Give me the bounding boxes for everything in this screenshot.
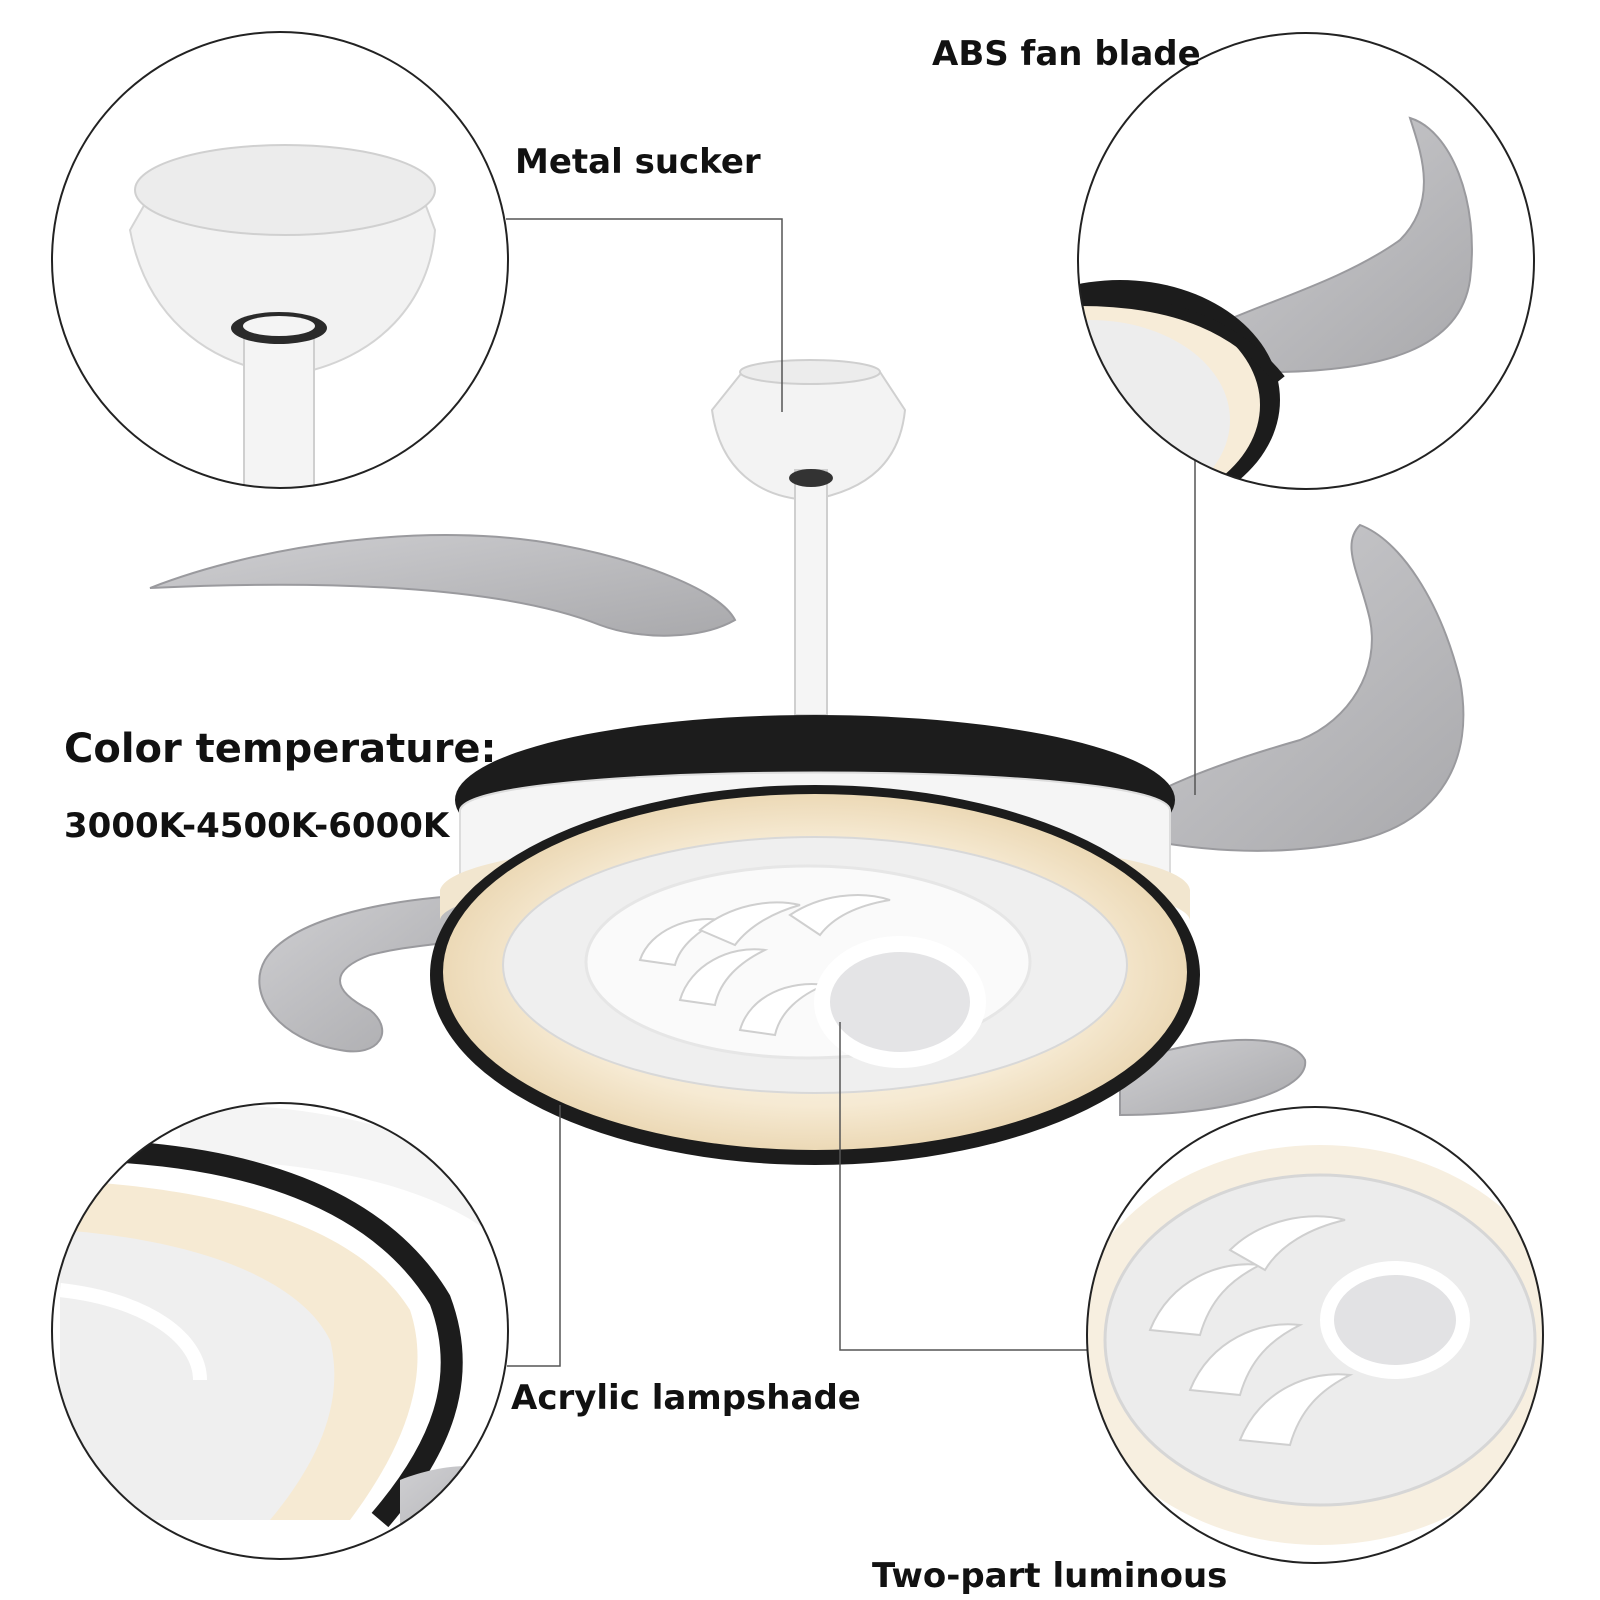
acrylic-lampshade-label: Acrylic lampshade [511, 1378, 861, 1418]
detail-circle-metal-sucker [51, 31, 509, 489]
detail-circle-acrylic-lampshade [51, 1102, 509, 1560]
fan-blade-left [149, 534, 737, 637]
abs-fan-blade-label: ABS fan blade [932, 34, 1201, 74]
fan-housing [430, 715, 1200, 1165]
two-part-luminous-label: Two-part luminous [872, 1556, 1228, 1596]
callout-line-lampshade [507, 1105, 561, 1367]
main-fan [149, 359, 1465, 1165]
detail-circle-fan-blade [1077, 32, 1535, 490]
metal-sucker-label: Metal sucker [515, 142, 761, 182]
fan-blade-bottom-right [1119, 1038, 1307, 1117]
downrod [794, 469, 828, 716]
swirl-pattern [638, 894, 891, 1037]
callout-line-luminous [839, 1022, 1095, 1351]
callout-lines [506, 218, 1196, 1367]
detail-circle-two-part-luminous [1086, 1106, 1544, 1564]
color-temperature-title: Color temperature: [64, 726, 497, 772]
callout-line-metal-sucker [506, 218, 783, 412]
fan-blade-front-left [258, 893, 472, 1053]
color-temperature-values: 3000K-4500K-6000K [64, 806, 450, 846]
ceiling-canopy [710, 359, 907, 502]
center-ring [814, 936, 986, 1068]
